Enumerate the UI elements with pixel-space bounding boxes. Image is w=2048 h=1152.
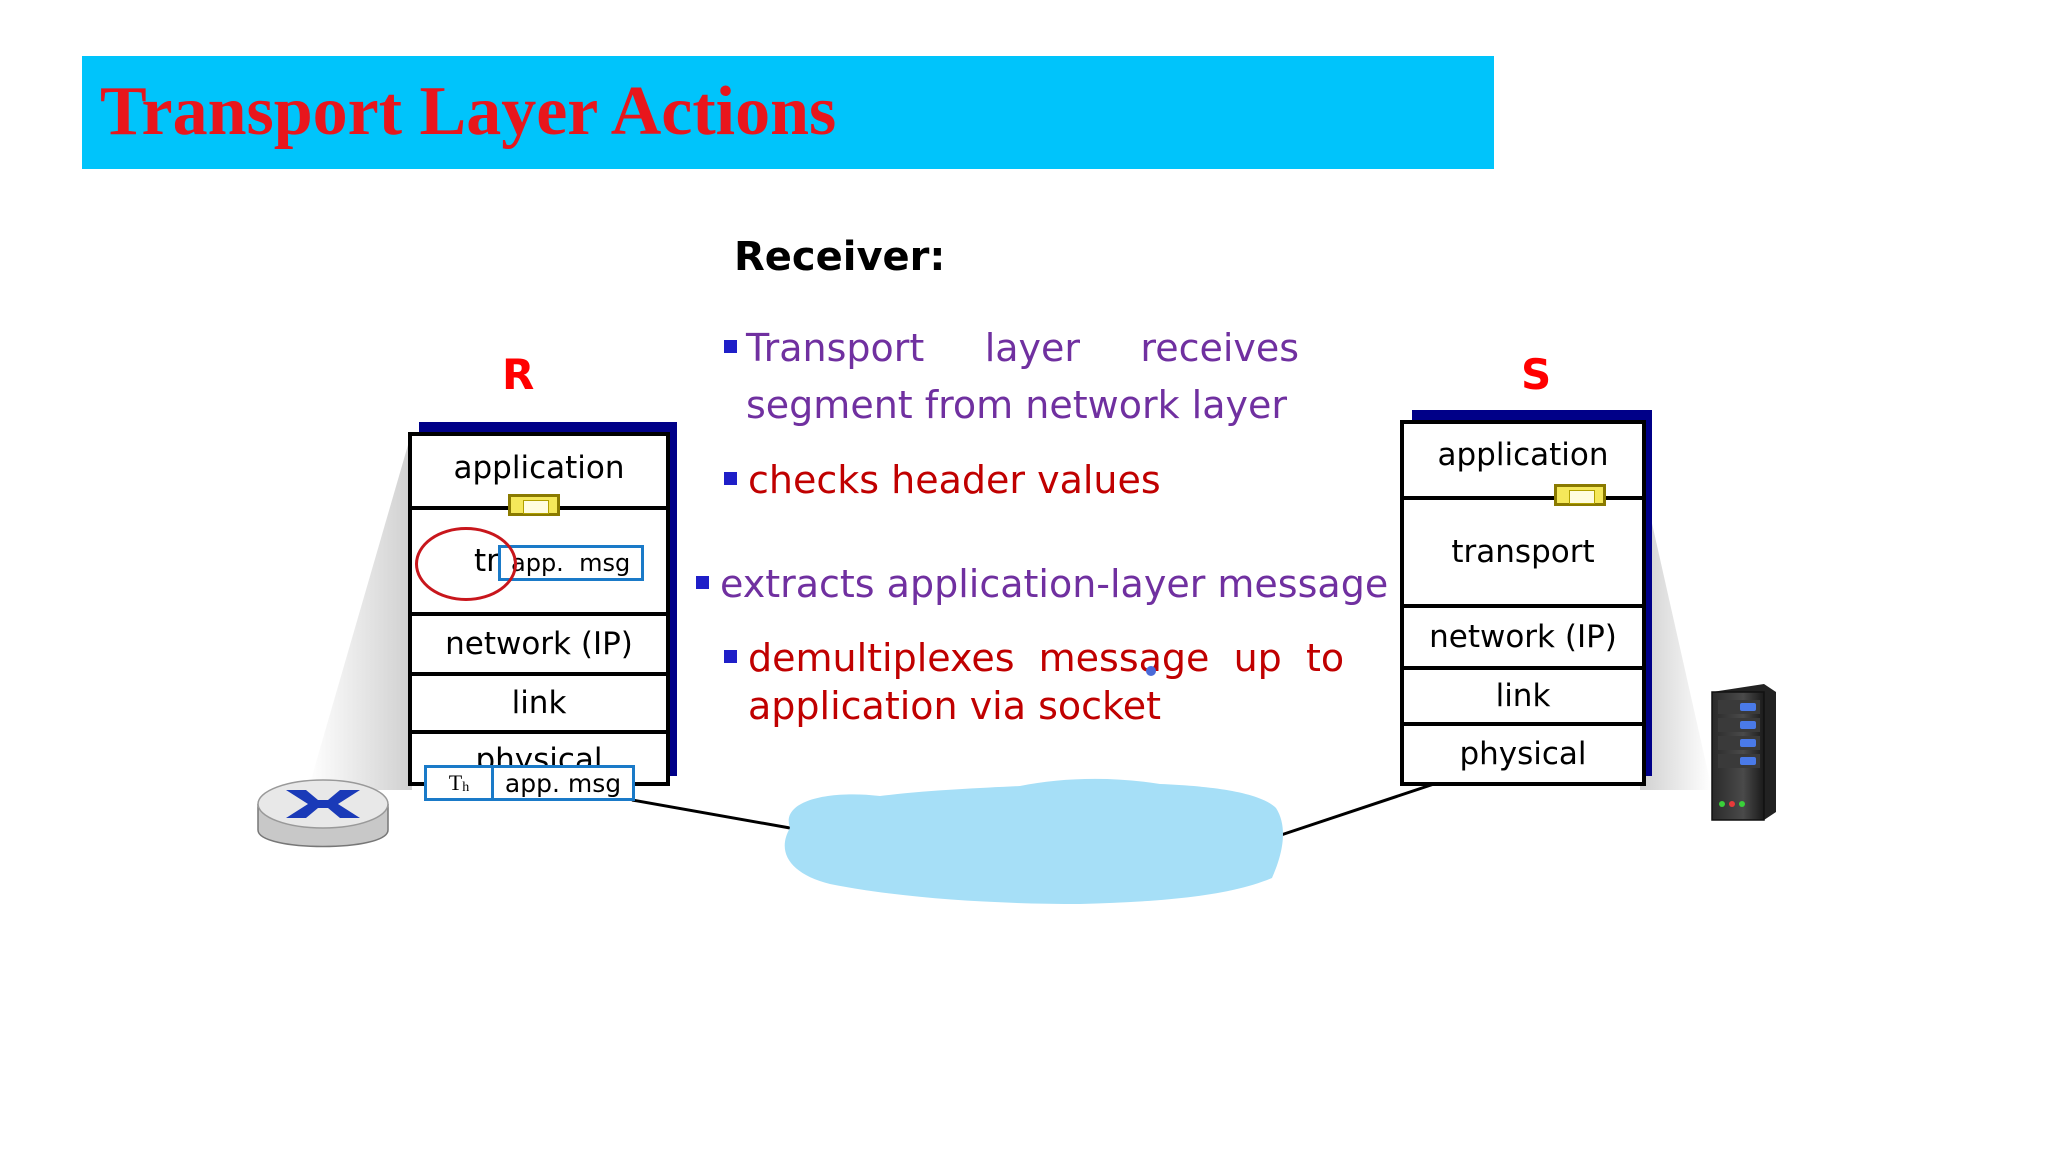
- sender-host-label: S: [1521, 350, 1552, 399]
- layer-label: transport: [1451, 534, 1595, 570]
- receiver-layer-network: network (IP): [412, 616, 666, 676]
- link-line-left: [631, 798, 791, 830]
- bullet-3: extracts application-layer message: [696, 556, 1389, 613]
- bullet-4: demultiplexes message up to application …: [724, 634, 1345, 730]
- bullet-1-line1: Transport layer receives: [746, 326, 1300, 370]
- bullet-marker: [724, 650, 737, 663]
- socket-icon: [1554, 484, 1606, 506]
- sender-layer-link: link: [1404, 670, 1642, 726]
- bullet-4-line1: demultiplexes message up to: [748, 636, 1345, 680]
- layer-label: network (IP): [445, 626, 633, 662]
- message-label: app. msg: [511, 549, 631, 577]
- bullet-1: Transport layer receives segment from ne…: [724, 320, 1300, 434]
- sender-layer-application: application: [1404, 424, 1642, 500]
- sender-layer-network: network (IP): [1404, 608, 1642, 670]
- sender-layer-transport: transport: [1404, 500, 1642, 608]
- bullet-marker: [696, 576, 709, 589]
- segment-payload-label: app. msg: [504, 768, 622, 798]
- transport-app-message: app. msg: [498, 545, 644, 581]
- network-cloud-icon: [784, 778, 1284, 904]
- router-icon: [257, 779, 389, 848]
- layer-label: application: [1437, 437, 1609, 473]
- bullet-4-line2: application via socket: [748, 684, 1161, 728]
- segment-payload: app. msg: [491, 765, 635, 801]
- sender-wedge: [1640, 470, 1712, 790]
- layer-label: link: [1495, 678, 1551, 714]
- layer-label: physical: [1459, 736, 1587, 772]
- sender-layer-physical: physical: [1404, 726, 1642, 782]
- receiver-host-label: R: [502, 350, 535, 399]
- receiver-heading: Receiver:: [734, 234, 946, 280]
- layer-label: application: [453, 450, 625, 486]
- receiver-protocol-stack: application tr network (IP) link physica…: [408, 432, 670, 786]
- segment-header-label: T: [448, 770, 463, 795]
- slide-title: Transport Layer Actions: [100, 73, 837, 150]
- link-line-right: [1271, 778, 1447, 840]
- bullet-2: checks header values: [724, 452, 1161, 509]
- highlight-circle: [415, 527, 517, 601]
- segment-header-sub: h: [462, 780, 470, 795]
- bullet-3-line1: extracts application-layer message: [720, 562, 1389, 606]
- layer-label: link: [511, 685, 567, 721]
- receiver-wedge: [308, 445, 412, 790]
- receiver-layer-link: link: [412, 676, 666, 734]
- bullet-marker: [724, 472, 737, 485]
- pointer-dot: [1146, 666, 1156, 676]
- socket-icon: [508, 494, 560, 516]
- server-icon: [1711, 684, 1776, 821]
- sender-protocol-stack: application transport network (IP) link …: [1400, 420, 1646, 786]
- title-bar: [82, 56, 1494, 169]
- layer-label: network (IP): [1429, 619, 1617, 655]
- bullet-2-line1: checks header values: [748, 458, 1161, 502]
- bullet-marker: [724, 340, 737, 353]
- bullet-1-line2: segment from network layer: [746, 383, 1287, 427]
